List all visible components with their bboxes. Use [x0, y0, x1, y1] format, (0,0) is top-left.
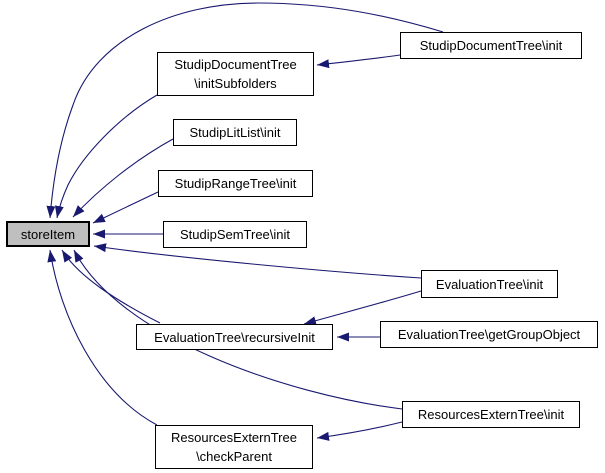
edge-evaluation-tree-init-to-evaluation-tree-recursive-init [303, 290, 422, 326]
node-label-line: StudipRangeTree\init [174, 176, 297, 191]
edge-evaluation-tree-init-to-store-item [93, 243, 422, 279]
node-label-line: \checkParent [196, 449, 272, 464]
node-evaluation-tree-get-group-object[interactable]: EvaluationTree\getGroupObject [380, 321, 598, 348]
edge-resources-extern-tree-init-to-store-item [73, 249, 403, 410]
edge-studip-lit-list-init-to-store-item [72, 138, 174, 218]
edge-studip-document-tree-init-to-store-item [46, 2, 444, 219]
node-label-line: StudipDocumentTree\init [419, 38, 563, 53]
edge-resources-extern-tree-check-parent-to-store-item [47, 249, 158, 426]
node-evaluation-tree-recursive-init[interactable]: EvaluationTree\recursiveInit [136, 324, 333, 350]
node-studip-document-tree-init-subfolders[interactable]: StudipDocumentTree \initSubfolders [157, 52, 314, 96]
node-resources-extern-tree-check-parent[interactable]: ResourcesExternTree \checkParent [155, 425, 313, 469]
node-label-line: \initSubfolders [194, 76, 277, 91]
node-label-line: EvaluationTree\getGroupObject [397, 327, 581, 342]
node-label-line: StudipDocumentTree [174, 57, 297, 72]
edge-studip-range-tree-init-to-store-item [92, 191, 159, 224]
node-label-line: ResourcesExternTree\init [417, 407, 565, 422]
edge-evaluation-tree-recursive-init-to-store-item [61, 249, 161, 324]
node-label-line: ResourcesExternTree [171, 430, 297, 445]
node-label-line: EvaluationTree\init [435, 276, 544, 292]
edge-studip-document-tree-init-to-studip-document-tree-init-subfolders [316, 54, 401, 69]
node-studip-lit-list-init[interactable]: StudipLitList\init [173, 119, 297, 146]
edge-resources-extern-tree-init-to-resources-extern-tree-check-parent [316, 421, 403, 441]
node-evaluation-tree-init[interactable]: EvaluationTree\init [421, 270, 558, 298]
node-label-line: EvaluationTree\recursiveInit [154, 329, 315, 345]
node-label-line: storeItem [20, 226, 76, 242]
node-store-item: storeItem [6, 221, 90, 247]
node-label-line: StudipSemTree\init [179, 227, 291, 242]
node-studip-document-tree-init[interactable]: StudipDocumentTree\init [400, 32, 582, 59]
edge-studip-document-tree-init-subfolders-to-store-item [54, 94, 158, 219]
node-resources-extern-tree-init[interactable]: ResourcesExternTree\init [402, 401, 580, 428]
node-studip-range-tree-init[interactable]: StudipRangeTree\init [158, 170, 313, 197]
node-studip-sem-tree-init[interactable]: StudipSemTree\init [163, 221, 307, 248]
node-label-line: StudipLitList\init [189, 125, 281, 140]
